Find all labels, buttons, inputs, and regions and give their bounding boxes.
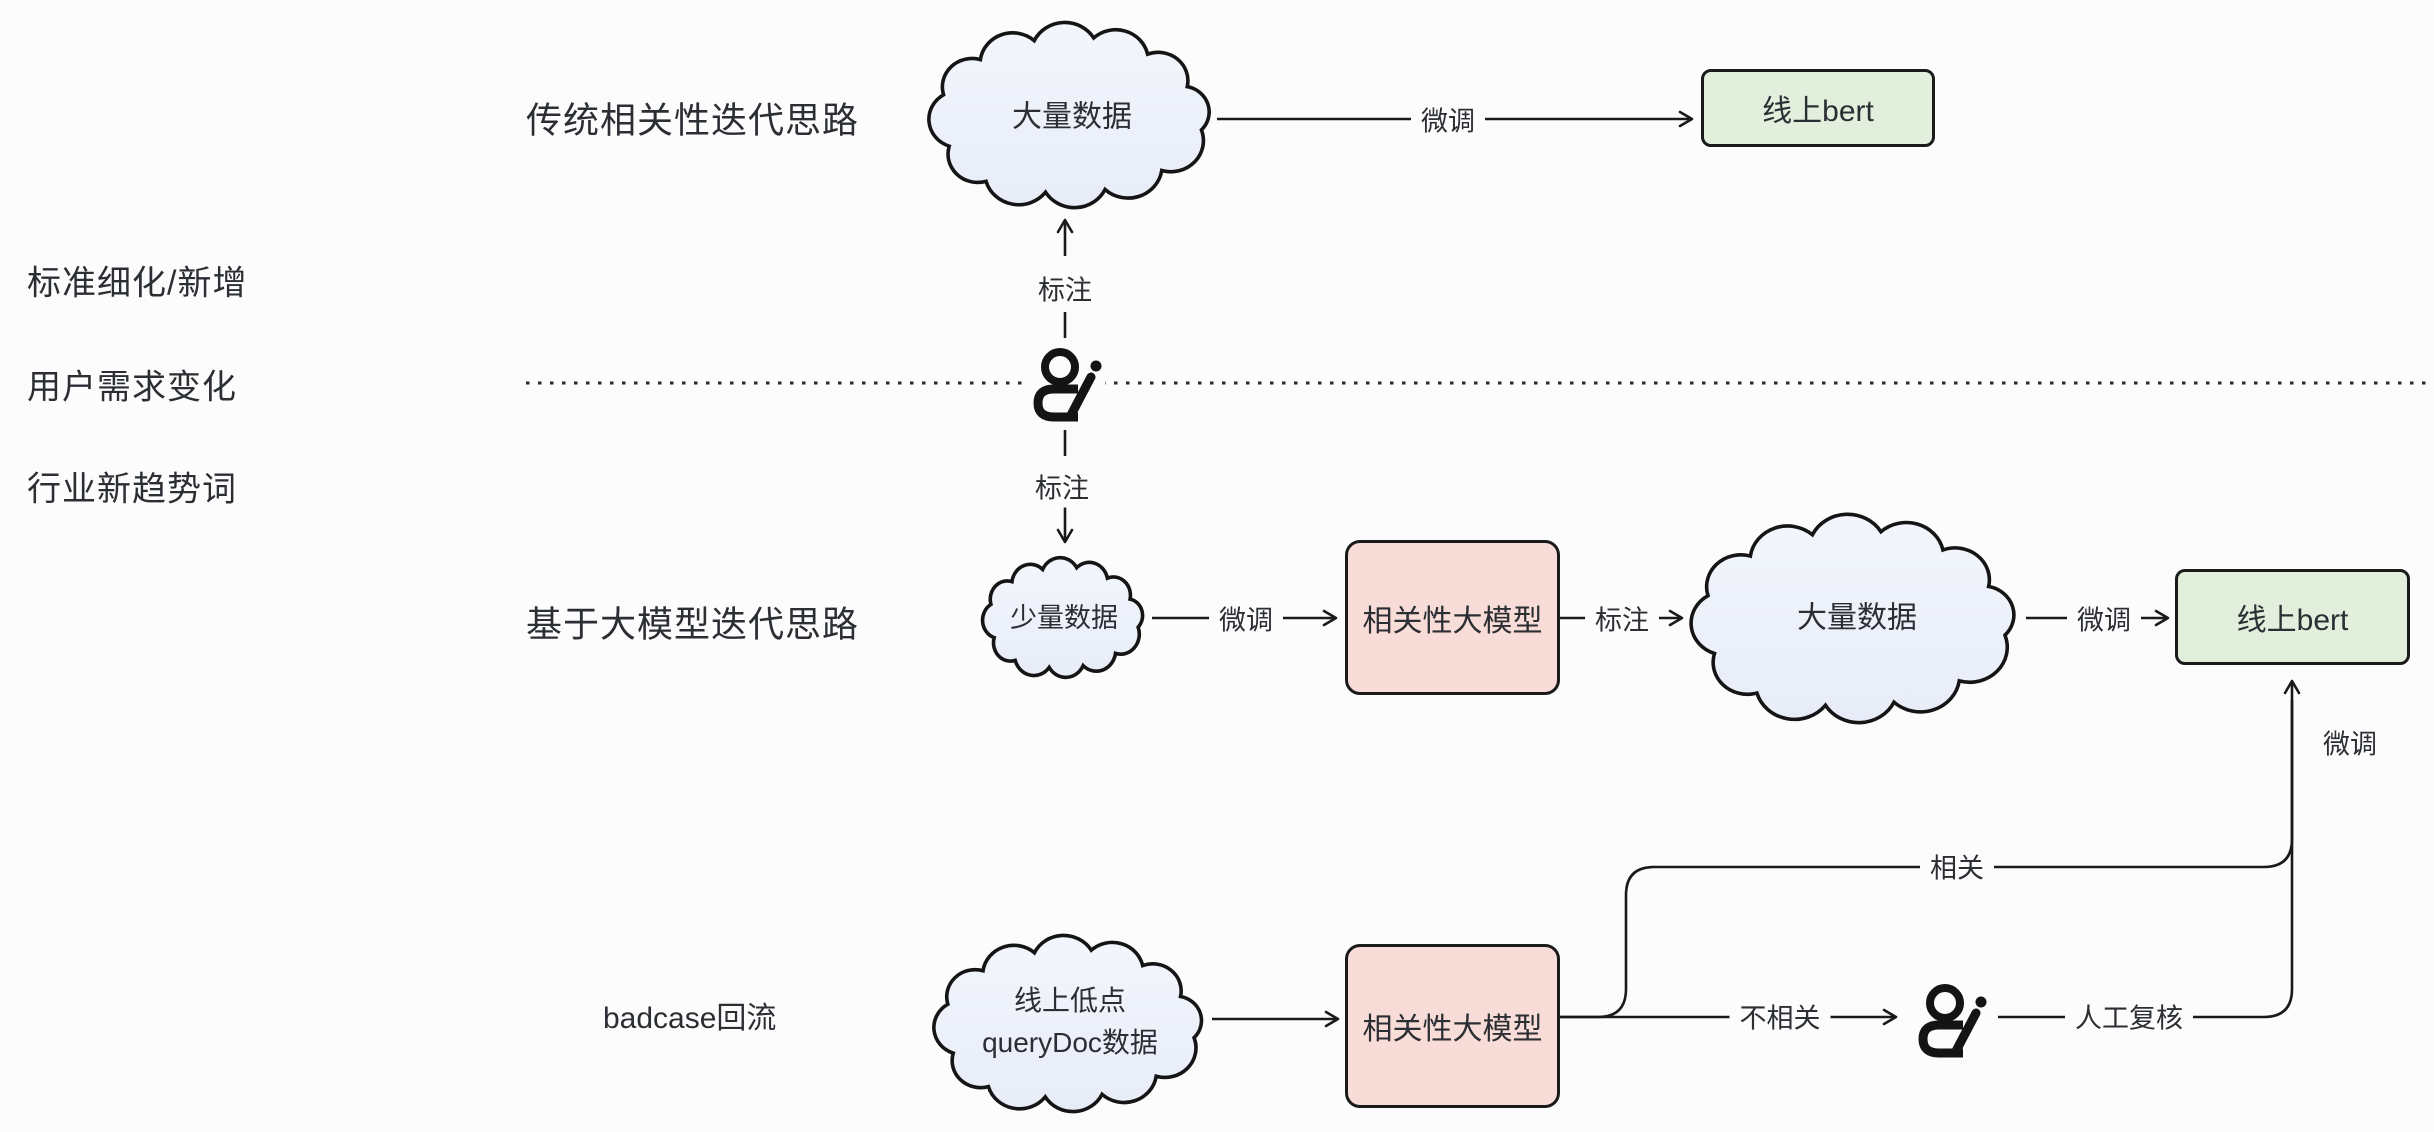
edge-label-finetune-mid2: 微调 xyxy=(2067,596,2141,640)
label-badcase-reflow: badcase回流 xyxy=(603,1001,777,1035)
edge-label-finetune-mid1: 微调 xyxy=(1209,596,1283,640)
cloud-mid-big-data-label: 大量数据 xyxy=(1797,601,1917,635)
node-relevance-llm-bottom: 相关性大模型 xyxy=(1345,944,1560,1108)
side-label-industry-trend-words: 行业新趋势词 xyxy=(27,470,237,509)
cloud-querydoc-label: 线上低点 queryDoc数据 xyxy=(982,980,1158,1064)
edge-label-annotate-lower: 标注 xyxy=(1025,464,1099,508)
edge-label-manual-review: 人工复核 xyxy=(2065,994,2193,1038)
edge-label-irrelevant: 不相关 xyxy=(1729,994,1831,1038)
edge-label-annotate-mid: 标注 xyxy=(1585,596,1659,640)
node-online-bert-top: 线上bert xyxy=(1701,69,1935,147)
node-online-bert-top-label: 线上bert xyxy=(1762,95,1874,128)
edge-label-finetune-top: 微调 xyxy=(1411,97,1485,141)
side-label-user-demand-change: 用户需求变化 xyxy=(27,368,237,407)
node-relevance-llm-mid-label: 相关性大模型 xyxy=(1362,604,1543,638)
edge-label-finetune-vertical: 微调 xyxy=(2323,729,2377,760)
annotator-person-pencil-icon-review xyxy=(1910,980,1990,1062)
node-relevance-llm-mid: 相关性大模型 xyxy=(1345,540,1560,695)
cloud-querydoc-label-line1: 线上低点 xyxy=(1013,985,1126,1016)
node-online-bert-mid-label: 线上bert xyxy=(2236,604,2349,637)
cloud-small-data-label: 少量数据 xyxy=(1010,602,1118,633)
annotator-person-pencil-icon xyxy=(1025,344,1105,426)
title-traditional-approach: 传统相关性迭代思路 xyxy=(526,99,860,141)
edge-label-annotate-upper: 标注 xyxy=(1028,266,1102,310)
cloud-top-big-data-label: 大量数据 xyxy=(1012,100,1132,134)
title-llm-approach: 基于大模型迭代思路 xyxy=(526,603,860,645)
node-online-bert-mid: 线上bert xyxy=(2175,569,2410,665)
edge-label-relevant: 相关 xyxy=(1920,844,1994,888)
side-label-standard-refine: 标准细化/新增 xyxy=(27,264,248,303)
node-relevance-llm-bottom-label: 相关性大模型 xyxy=(1362,1013,1543,1046)
edge-relevant-branch-to-bert xyxy=(1560,679,2301,1019)
edge-review-up-to-bert xyxy=(1998,700,2294,1019)
cloud-querydoc-label-line2: queryDoc数据 xyxy=(982,1027,1158,1058)
